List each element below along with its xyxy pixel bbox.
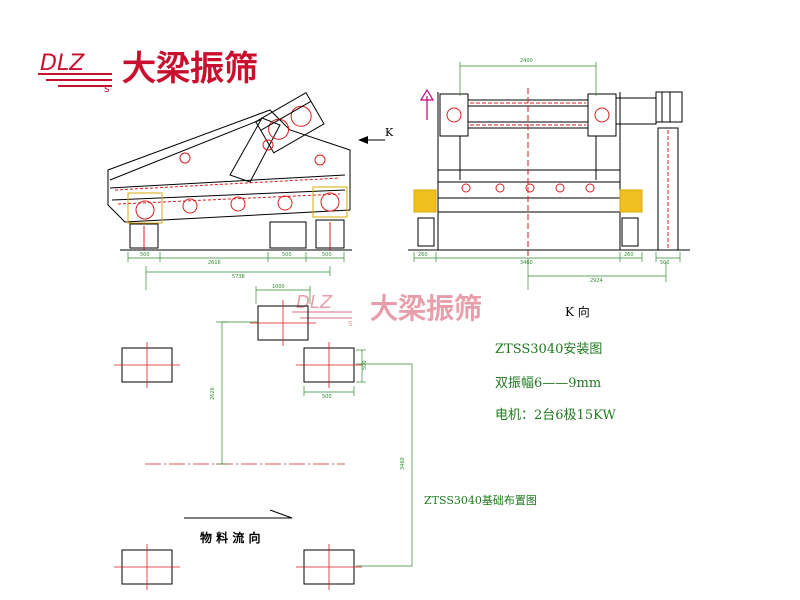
brand-watermark: DLZ s 大梁振筛 [292,292,482,329]
material-flow-label: 物 料 流 向 [200,530,261,545]
logo-letters: DLZ [40,51,85,76]
dim-side-b: 2616 [208,260,221,266]
side-view-dimensions [127,252,345,290]
dim-fd-pad: 500 [362,360,368,370]
dim-k-bottom: 2924 [590,278,603,284]
logo-sub: s [104,82,110,95]
dim-side-d: 500 [322,252,332,258]
k-view-dimensions [413,62,681,290]
watermark-letters: DLZ [296,292,333,313]
dim-fd-v2: 3460 [400,457,406,470]
install-title: ZTSS3040安装图 [495,342,603,357]
k-view-magenta-arrow [419,88,435,120]
dim-k-mid: 3460 [520,260,533,266]
brand-logo: DLZ s 大梁振筛 [38,49,258,95]
foundation-dimensions [216,286,413,567]
dim-side-total: 5738 [232,274,245,280]
k-arrow-label: K [385,126,394,139]
side-view [107,91,352,251]
watermark-sub: s [348,319,353,329]
dim-k-left: 260 [418,252,428,258]
foundation-title: ZTSS3040基础布置图 [424,494,537,507]
watermark-name: 大梁振筛 [370,292,482,325]
motor-note: 电机：2台6极15KW [495,408,616,423]
k-view-label: K 向 [565,304,590,319]
k-view [408,88,690,256]
dim-k-side: 500 [660,260,670,266]
dim-side-c: 500 [282,252,292,258]
amplitude-note: 双振幅6——9mm [495,376,602,391]
dim-fd-top: 1000 [272,284,285,290]
dim-k-right: 260 [624,252,634,258]
dim-side-a: 500 [140,252,150,258]
dim-k-top: 2400 [520,58,533,64]
brand-name: 大梁振筛 [122,49,258,89]
dim-fd-v1: 2626 [210,387,216,400]
foundation-layout [114,300,362,590]
k-arrow: K [358,126,394,144]
dim-fd-pad-h: 500 [322,394,332,400]
